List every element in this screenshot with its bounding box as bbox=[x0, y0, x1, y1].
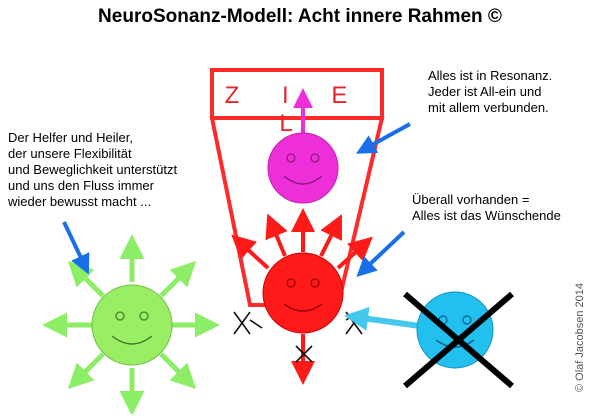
magenta-smiley bbox=[267, 132, 339, 204]
ziel-label: Z I E L bbox=[224, 82, 366, 137]
red-arrows bbox=[231, 208, 373, 385]
cross-out-mark bbox=[403, 291, 514, 389]
green-arrows bbox=[42, 234, 220, 416]
blue-pointer-arrows bbox=[62, 122, 411, 277]
copyright-text: © Olaf Jacobsen 2014 bbox=[574, 282, 586, 392]
helper-note: Der Helfer und Heiler, der unsere Flexib… bbox=[8, 130, 178, 209]
cyan-arrow bbox=[344, 306, 421, 331]
green-smiley bbox=[91, 284, 173, 366]
diagram-title: NeuroSonanz-Modell: Acht innere Rahmen © bbox=[98, 6, 502, 27]
red-smiley bbox=[262, 252, 344, 334]
everywhere-note: Überall vorhanden = Alles ist das Wünsch… bbox=[412, 192, 561, 223]
resonance-note: Alles ist in Resonanz. Jeder ist All-ein… bbox=[428, 68, 553, 115]
